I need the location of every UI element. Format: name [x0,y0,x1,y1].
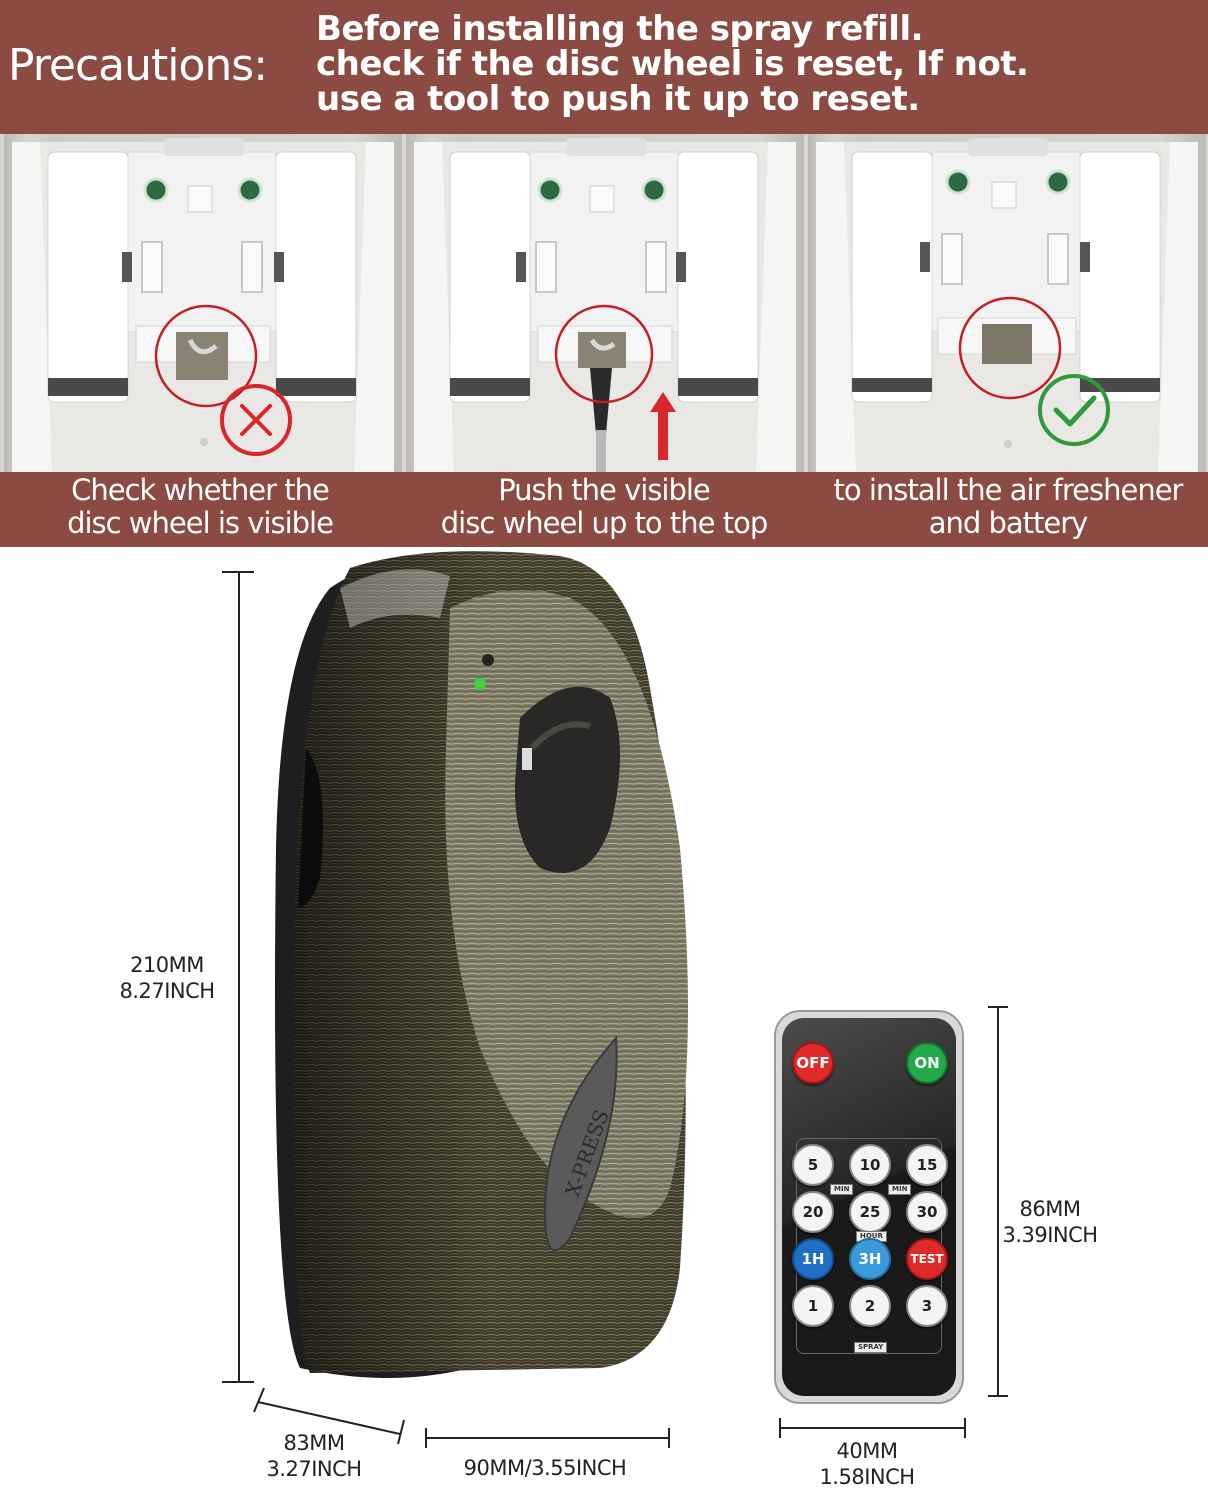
spray-tag: SPRAY [854,1342,888,1353]
precaution-line: use a tool to push it up to reset. [316,79,920,119]
depth-dimension-line [253,1387,405,1444]
step-2-caption: Push the visible disc wheel up to the to… [440,473,768,540]
width-dimension-cap [425,1428,427,1448]
remote-height-cap [988,1006,1008,1008]
height-dimension-line [238,571,240,1383]
remote-control: OFF ON 5 10 15 MIN MIN 20 25 30 HOUR 1H … [774,1010,964,1404]
remote-width-line [780,1427,966,1429]
remote-height-line [997,1006,999,1396]
on-button[interactable]: ON [906,1042,948,1084]
step-3-photo [808,134,1206,472]
min-tag: MIN [830,1184,854,1195]
precaution-line: check if the disc wheel is reset, If not… [316,44,1029,84]
precautions-label: Precautions: [8,40,268,91]
off-button[interactable]: OFF [792,1042,834,1084]
step-photo-strip [0,134,1208,472]
width-dimension-cap [668,1428,670,1448]
remote-width-cap [779,1418,781,1438]
precaution-line: Before installing the spray refill. [316,9,924,49]
step-1-caption: Check whether the disc wheel is visible [67,473,334,540]
precautions-banner: Precautions: Before installing the spray… [0,0,1208,134]
test-button[interactable]: TEST [906,1238,948,1280]
device-width-label: 90MM/3.55INCH [463,1456,627,1480]
step-2-photo [406,134,804,472]
hour-3-button[interactable]: 3H [849,1238,891,1280]
height-dimension-cap [222,1381,254,1383]
min-10-button[interactable]: 10 [849,1144,891,1186]
step-captions: Check whether the disc wheel is visible … [0,472,1208,547]
step-1-photo [4,134,402,472]
hour-1-button[interactable]: 1H [792,1238,834,1280]
step-3-caption: to install the air freshener and battery [833,473,1184,540]
width-dimension-line [426,1437,670,1439]
check-icon [1038,374,1110,446]
precautions-text: Before installing the spray refill. chec… [316,12,1196,117]
height-dimension-cap [222,571,254,573]
remote-height-cap [988,1395,1008,1397]
spray-2-button[interactable]: 2 [849,1285,891,1327]
min-tag: MIN [888,1184,912,1195]
spray-3-button[interactable]: 3 [906,1285,948,1327]
remote-width-cap [964,1418,966,1438]
up-arrow-icon [650,392,676,460]
cross-icon [220,384,292,456]
min-30-button[interactable]: 30 [906,1191,948,1233]
min-20-button[interactable]: 20 [792,1191,834,1233]
remote-width-label: 40MM 1.58INCH [819,1439,915,1489]
min-5-button[interactable]: 5 [792,1144,834,1186]
min-25-button[interactable]: 25 [849,1191,891,1233]
device-depth-label: 83MM 3.27INCH [266,1431,362,1481]
min-15-button[interactable]: 15 [906,1144,948,1186]
remote-height-label: 86MM 3.39INCH [1000,1196,1100,1248]
air-freshener-device: X-PRESS [275,551,688,1378]
device-height-label: 210MM 8.27INCH [100,952,234,1004]
spray-1-button[interactable]: 1 [792,1285,834,1327]
